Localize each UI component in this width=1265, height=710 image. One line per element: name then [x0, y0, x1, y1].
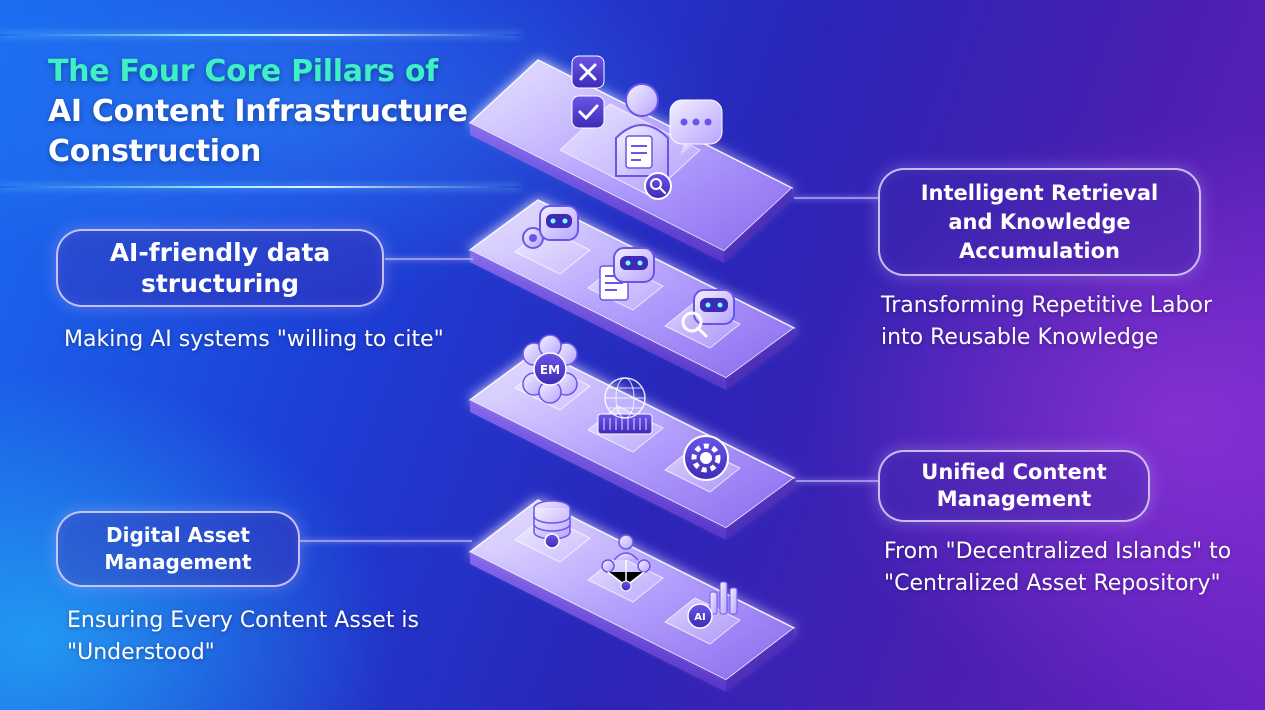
- connector-pillar-4: [300, 540, 472, 542]
- pillar-description-ai-friendly-data: Making AI systems "willing to cite": [64, 327, 444, 352]
- pillar-label-intelligent-retrieval: Intelligent Retrieval and Knowledge Accu…: [878, 168, 1201, 276]
- title-line-1: The Four Core Pillars of: [48, 54, 438, 89]
- ai-bar-chart-icon: AI: [687, 581, 738, 629]
- pillar-label-unified-content: Unified Content Management: [878, 450, 1150, 522]
- user-document-icon: [615, 83, 669, 177]
- title-line-2: AI Content Infrastructure: [48, 94, 468, 129]
- platform-layer-2: [468, 199, 796, 390]
- pillar-description-intelligent-retrieval: Transforming Repetitive Labor into Reusa…: [881, 293, 1213, 350]
- connector-pillar-3: [796, 480, 878, 482]
- page-title: The Four Core Pillars of AI Content Infr…: [48, 52, 468, 172]
- pillar-description-unified-content: From "Decentralized Islands" to "Central…: [884, 539, 1232, 596]
- search-icon: [644, 172, 672, 200]
- robot-search-icon: [681, 289, 735, 338]
- robot-gear-icon: [522, 205, 579, 249]
- globe-chip-icon: [597, 377, 653, 435]
- gear-icon: [683, 435, 729, 481]
- ai-badge-text: AI: [694, 612, 705, 623]
- pillar-label-digital-asset: Digital Asset Management: [56, 511, 300, 587]
- connector-pillar-2: [385, 258, 473, 260]
- database-icon: [533, 500, 571, 549]
- network-people-icon: [601, 534, 651, 592]
- platform-layer-4: [468, 499, 796, 692]
- connector-pillar-1: [794, 197, 878, 199]
- checklist-check-icon: [571, 95, 605, 129]
- em-flower-icon: EM: [522, 334, 578, 404]
- checklist-x-icon: [571, 55, 605, 89]
- light-streak-bottom: [0, 186, 520, 188]
- em-badge-text: EM: [540, 363, 560, 377]
- pillar-label-ai-friendly-data: AI-friendly data structuring: [56, 229, 384, 307]
- chat-bubble-icon: [669, 99, 723, 156]
- robot-document-icon: [599, 247, 655, 301]
- light-streak-top: [0, 34, 520, 36]
- pillar-description-digital-asset: Ensuring Every Content Asset is "Underst…: [67, 608, 420, 665]
- title-line-3: Construction: [48, 134, 262, 169]
